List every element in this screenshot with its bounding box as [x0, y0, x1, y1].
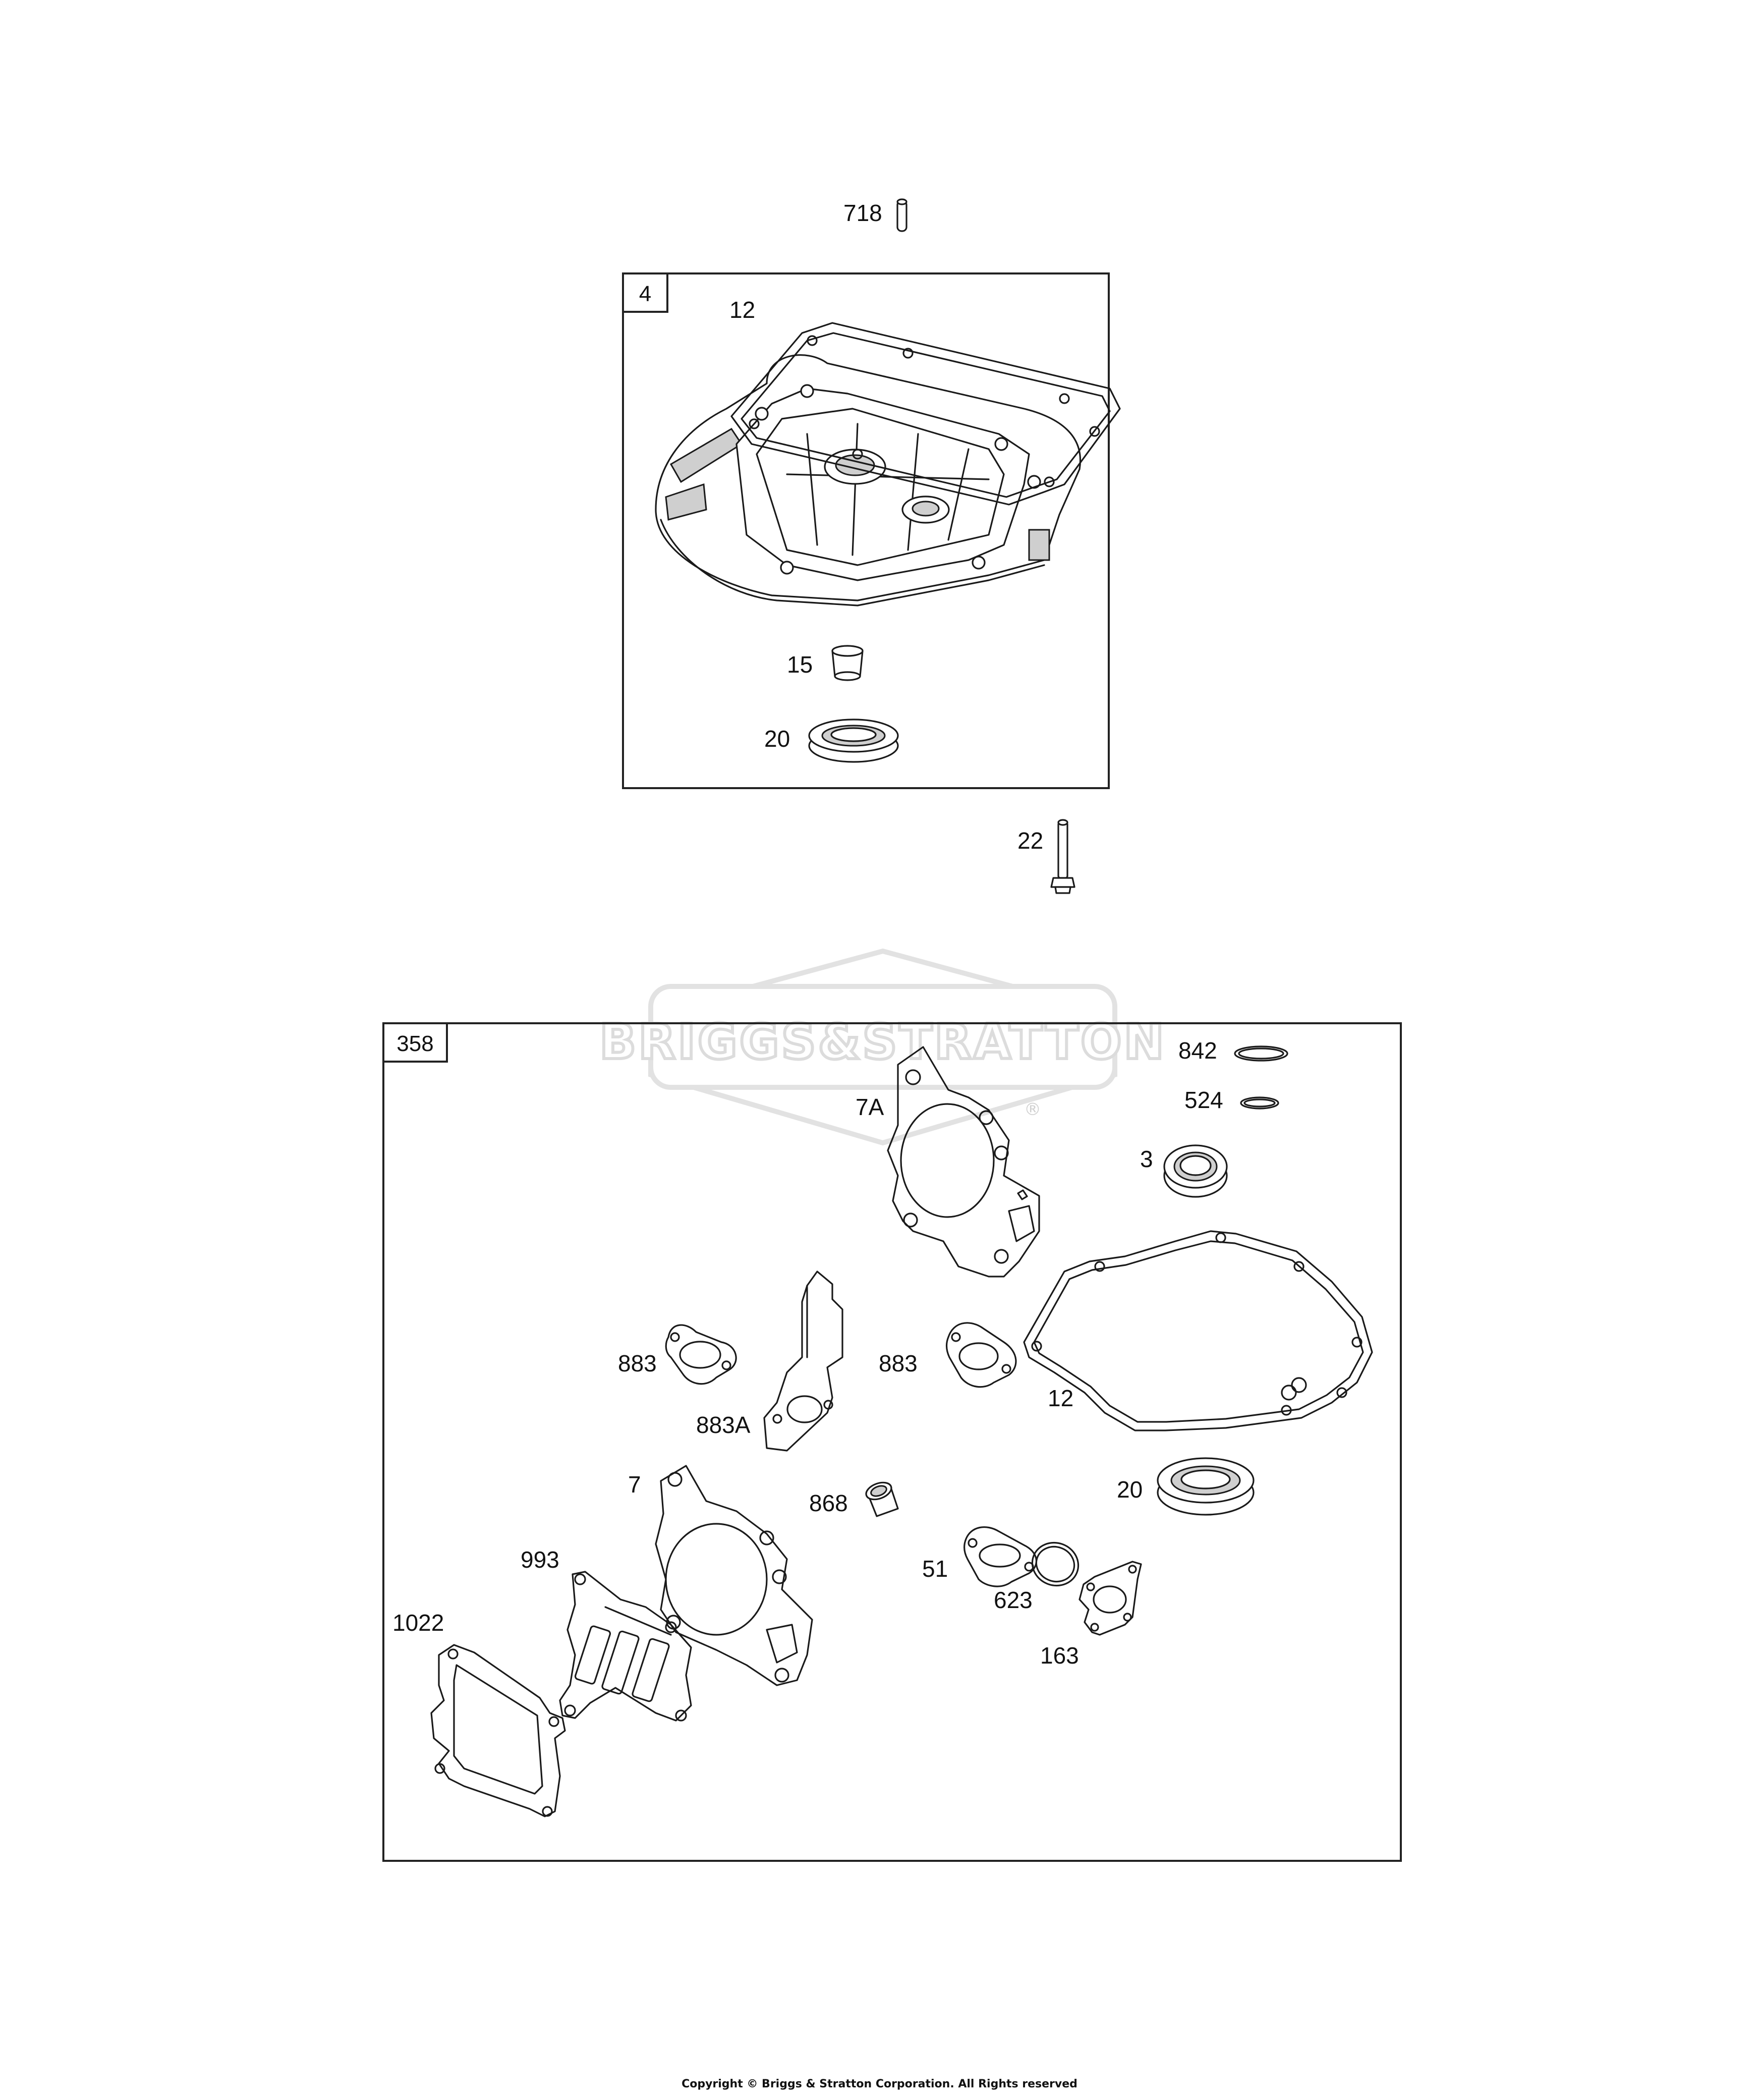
- group-4-label-box: [622, 272, 668, 313]
- group-4-part-15-plug[interactable]: 15: [787, 645, 864, 681]
- callout-524: 524: [1184, 1087, 1223, 1113]
- crankcase-cover-illustration[interactable]: [655, 354, 1081, 606]
- part-20-oil-seal[interactable]: 20: [1117, 1457, 1255, 1516]
- group-358-gasket-set: 358 842 524 3: [382, 1022, 1402, 1862]
- callout-163: 163: [1040, 1642, 1079, 1669]
- callout-842: 842: [1178, 1037, 1217, 1064]
- callout-993: 993: [521, 1546, 559, 1573]
- part-718-dowel-pin[interactable]: 718: [843, 198, 907, 232]
- part-3-oil-seal[interactable]: 3: [1140, 1144, 1228, 1198]
- part-883-intake-gasket-left[interactable]: 883: [618, 1324, 737, 1385]
- part-868-plug[interactable]: 868: [809, 1479, 899, 1517]
- part-7A-head-gasket[interactable]: 7A: [856, 1046, 1040, 1278]
- callout-7A: 7A: [856, 1094, 884, 1120]
- callout-7: 7: [628, 1471, 641, 1498]
- callout-51: 51: [922, 1556, 948, 1582]
- callout-623: 623: [994, 1587, 1033, 1613]
- callout-883-left: 883: [618, 1350, 657, 1376]
- callout-20: 20: [1117, 1476, 1143, 1503]
- copyright-notice: Copyright © Briggs & Stratton Corporatio…: [682, 2078, 1077, 2090]
- callout-4-20: 20: [764, 726, 790, 752]
- part-883-intake-gasket-right[interactable]: 883: [879, 1322, 1017, 1388]
- group-358-frame: [382, 1022, 1402, 1862]
- part-524-o-ring[interactable]: 524: [1184, 1087, 1279, 1113]
- part-51-gasket[interactable]: 51: [922, 1526, 1037, 1587]
- part-842-o-ring[interactable]: 842: [1178, 1037, 1288, 1064]
- callout-4-15: 15: [787, 651, 813, 678]
- group-4-frame: [622, 272, 1110, 789]
- callout-883-right: 883: [879, 1350, 918, 1376]
- group-4-part-20-oil-seal[interactable]: 20: [764, 719, 899, 763]
- group-358-label-box: [382, 1022, 448, 1063]
- part-12-crankcase-gasket[interactable]: 12: [1023, 1230, 1373, 1431]
- part-993-gasket[interactable]: 993: [521, 1546, 692, 1722]
- callout-4-12: 12: [729, 297, 755, 323]
- group-4-number: 4: [639, 282, 651, 306]
- callout-3: 3: [1140, 1146, 1153, 1172]
- callout-718: 718: [843, 200, 882, 226]
- group-358-number: 358: [396, 1031, 433, 1056]
- callout-22: 22: [1017, 827, 1043, 854]
- watermark-brand: BRIGGS&STRATTON: [599, 1014, 1166, 1070]
- part-1022-valve-cover-gasket[interactable]: 1022: [392, 1610, 566, 1817]
- part-623-ring[interactable]: 623: [994, 1536, 1085, 1613]
- group-4-gasket-12[interactable]: 12: [729, 297, 1121, 506]
- group-4-crankcase-cover: 4: [622, 272, 1121, 789]
- watermark-registered: ®: [1024, 1099, 1041, 1120]
- part-7-head-gasket[interactable]: 7: [628, 1465, 813, 1686]
- part-22-bolt[interactable]: 22: [1017, 819, 1075, 894]
- part-163-gasket[interactable]: 163: [1040, 1561, 1142, 1669]
- callout-12: 12: [1048, 1385, 1073, 1411]
- callout-868: 868: [809, 1490, 848, 1516]
- callout-1022: 1022: [392, 1610, 444, 1636]
- callout-883A: 883A: [696, 1412, 751, 1438]
- part-883A-plate[interactable]: 883A: [696, 1270, 843, 1452]
